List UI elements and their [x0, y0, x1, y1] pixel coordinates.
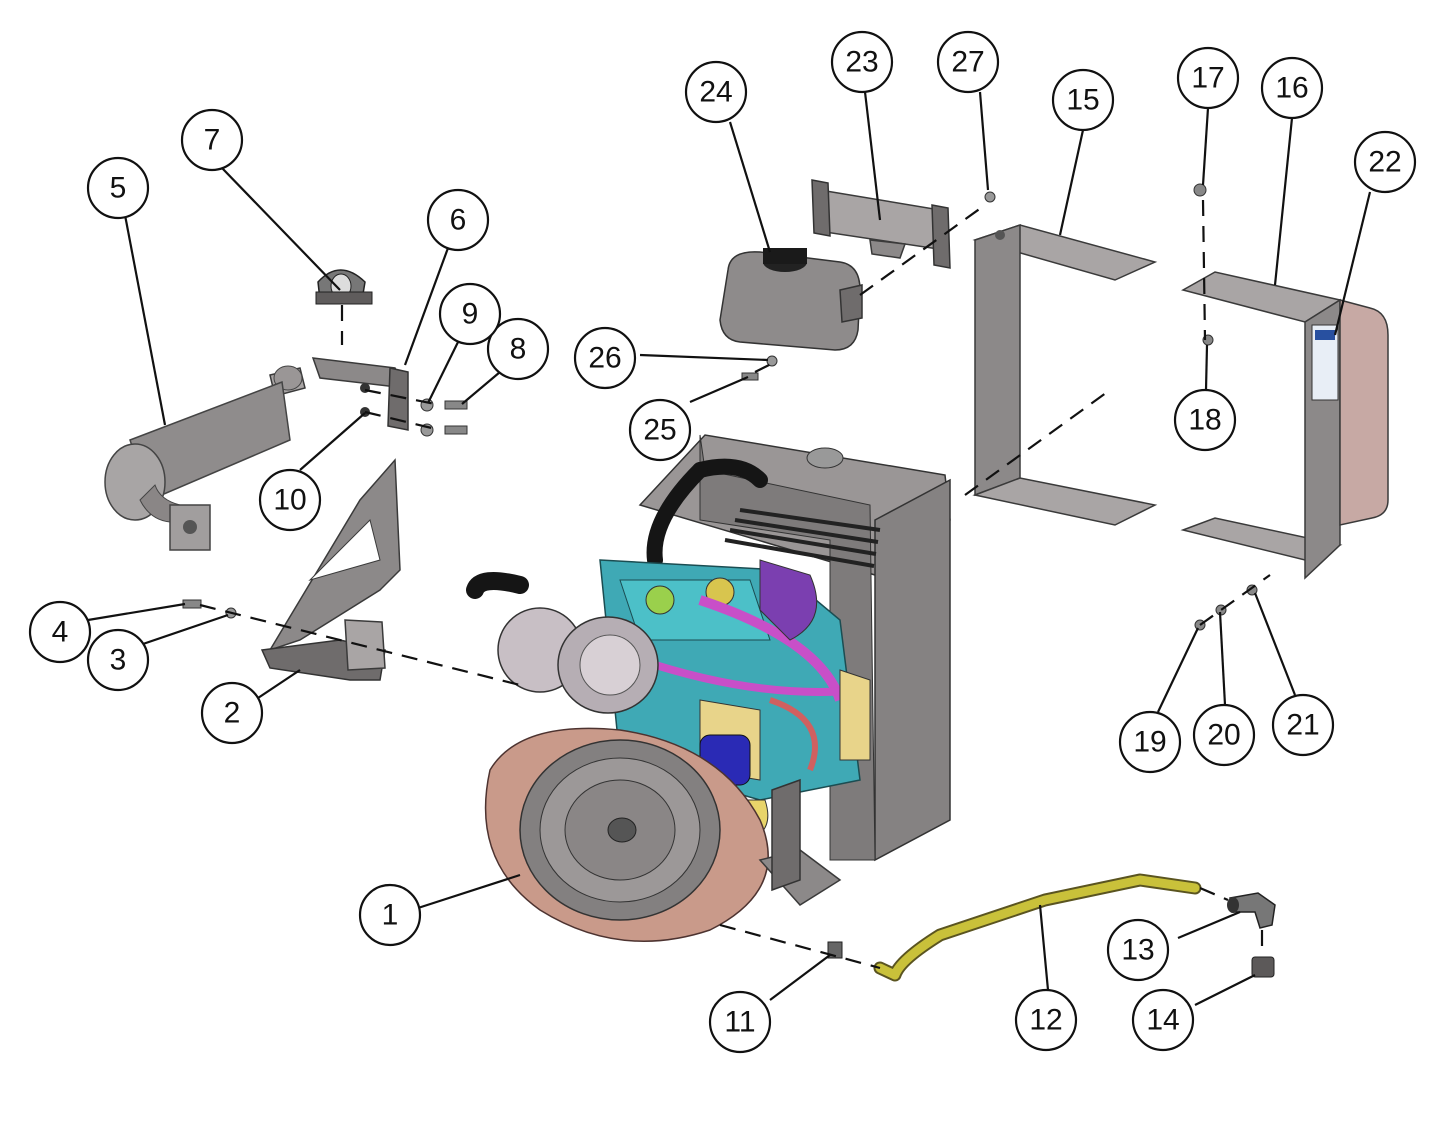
callout-label: 12 [1029, 1004, 1062, 1037]
callout-17: 17 [1176, 46, 1240, 110]
callout-label: 15 [1066, 84, 1099, 117]
callout-label: 13 [1121, 934, 1154, 967]
callout-label: 8 [510, 333, 527, 366]
callout-label: 24 [699, 76, 732, 109]
callout-label: 4 [52, 616, 69, 649]
engine-foot-bracket-part [758, 778, 842, 906]
callout-15: 15 [1051, 68, 1115, 132]
tank-fasteners [741, 191, 996, 381]
callout-6: 6 [426, 188, 490, 252]
callout-label: 27 [951, 46, 984, 79]
muffler-bracket-part [311, 357, 409, 431]
callout-25: 25 [628, 398, 692, 462]
callout-2: 2 [200, 681, 264, 745]
callout-18: 18 [1173, 388, 1237, 452]
callout-12: 12 [1014, 988, 1078, 1052]
callout-9: 9 [438, 282, 502, 346]
callout-1: 1 [358, 883, 422, 947]
callout-16: 16 [1260, 56, 1324, 120]
callout-13: 13 [1106, 918, 1170, 982]
callout-label: 7 [204, 124, 221, 157]
engine-block-part [599, 559, 871, 841]
callout-label: 9 [462, 298, 479, 331]
muffler-part [104, 365, 306, 551]
callout-8: 8 [486, 317, 550, 381]
callout-label: 17 [1191, 62, 1224, 95]
leader-lines [87, 91, 1372, 1006]
radiator-frame-part [972, 223, 1158, 526]
callout-label: 3 [110, 644, 127, 677]
elbow-fitting-part [1227, 892, 1276, 929]
callout-label: 21 [1286, 709, 1319, 742]
callout-4: 4 [28, 600, 92, 664]
assembly-lines [199, 199, 1271, 970]
callout-11: 11 [708, 990, 772, 1054]
tank-bracket-part [811, 179, 951, 269]
callout-label: 10 [273, 484, 306, 517]
air-filter-part [466, 572, 659, 714]
callout-20: 20 [1192, 703, 1256, 767]
callout-10: 10 [258, 468, 322, 532]
callout-label: 1 [382, 899, 399, 932]
radiator-guard-part [1180, 183, 1389, 631]
callout-label: 20 [1207, 719, 1240, 752]
expansion-tank-part [719, 248, 863, 351]
callout-7: 7 [180, 108, 244, 172]
fuel-line-part [873, 873, 1202, 982]
callout-label: 16 [1275, 72, 1308, 105]
callout-label: 6 [450, 204, 467, 237]
callout-label: 18 [1188, 404, 1221, 437]
callout-label: 19 [1133, 726, 1166, 759]
callout-label: 23 [845, 46, 878, 79]
callout-label: 5 [110, 172, 127, 205]
callout-5: 5 [86, 156, 150, 220]
bracket-fasteners [420, 398, 468, 437]
engine-mount-bracket-part [260, 458, 401, 681]
callout-label: 11 [724, 1006, 755, 1039]
callout-19: 19 [1118, 710, 1182, 774]
callout-26: 26 [573, 326, 637, 390]
callout-23: 23 [830, 30, 894, 94]
callout-label: 14 [1146, 1004, 1179, 1037]
flywheel-housing-part [484, 727, 769, 942]
callout-24: 24 [684, 60, 748, 124]
callout-22: 22 [1353, 130, 1417, 194]
callout-label: 22 [1368, 146, 1401, 179]
callout-14: 14 [1131, 988, 1195, 1052]
callout-3: 3 [86, 628, 150, 692]
callout-21: 21 [1271, 693, 1335, 757]
exhaust-clamp-part [315, 269, 373, 305]
cap-part [1251, 956, 1275, 978]
callout-label: 26 [588, 342, 621, 375]
callout-label: 25 [643, 414, 676, 447]
callout-label: 2 [224, 697, 241, 730]
callout-27: 27 [936, 30, 1000, 94]
